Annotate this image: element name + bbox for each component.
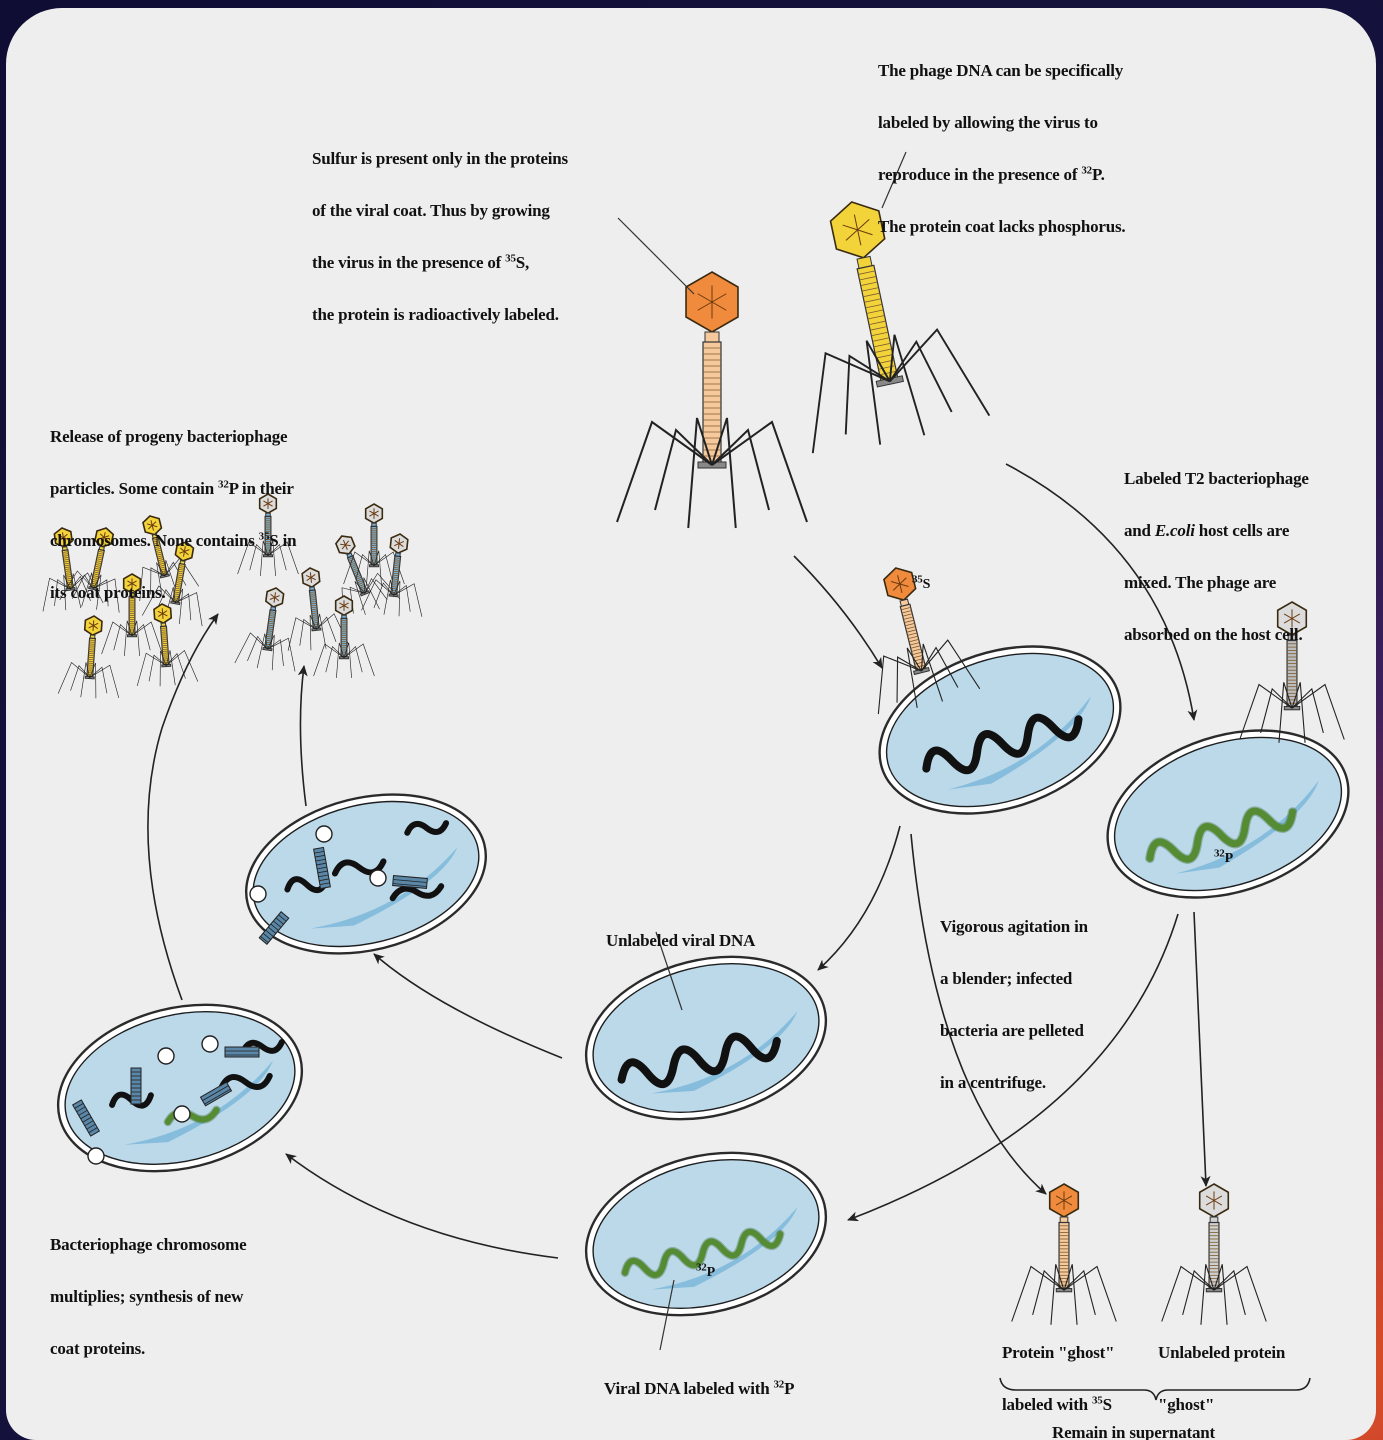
bacteriophage-icon — [57, 615, 120, 699]
bacteriophage-icon — [313, 595, 375, 678]
capsid-icon — [369, 869, 387, 887]
arrow-icon — [1193, 911, 1211, 1187]
viral-dna-32p-label: Viral DNA labeled with 32P — [604, 1378, 795, 1398]
bacteriophage-icon — [616, 271, 808, 529]
arrow-icon — [297, 665, 308, 807]
bacteriophage-icon — [1239, 601, 1345, 743]
isotope-32p-tag-bottom: 32P — [696, 1261, 715, 1280]
capsid-icon — [315, 825, 333, 843]
arrows — [147, 463, 1211, 1259]
bacterium-cell-icon — [1106, 729, 1350, 899]
dna-strand-icon — [389, 883, 445, 902]
labeled-t2-label: Labeled T2 bacteriophage and E.coli host… — [1124, 469, 1309, 644]
tail-icon — [258, 911, 290, 945]
supernatant-label: Remain in supernatant — [1052, 1423, 1215, 1440]
release-label: Release of progeny bacteriophage particl… — [50, 427, 297, 602]
arrow-icon — [817, 825, 901, 971]
isotope-35s-tag: 35S — [912, 573, 931, 592]
arrow-icon — [1005, 463, 1198, 721]
bacteriophage-icon — [1161, 1183, 1267, 1325]
bacteriophage-icon — [811, 201, 991, 454]
dna-strand-icon — [1146, 807, 1297, 863]
dna-strand-icon — [922, 713, 1083, 775]
bacterium-cell-icon — [584, 955, 828, 1121]
capsid-icon — [173, 1105, 191, 1123]
phages — [42, 201, 1345, 1325]
bacterium-cell-icon — [584, 1151, 828, 1317]
bacteriophage-icon — [237, 493, 299, 576]
diagram-panel: Sulfur is present only in the proteins o… — [6, 8, 1376, 1440]
capsid-icon — [157, 1047, 175, 1065]
bacterium-cell-icon — [245, 793, 487, 955]
bacteriophage-icon — [59, 527, 120, 613]
unlabeled-dna-label: Unlabeled viral DNA — [606, 931, 756, 950]
bacteriophage-icon — [343, 503, 405, 586]
ghost-unlabeled-label: Unlabeled protein "ghost" — [1158, 1343, 1286, 1414]
bacterium-cell-icon — [56, 1003, 304, 1173]
bacteriophage-icon — [42, 527, 104, 612]
tail-icon — [313, 846, 331, 890]
phage-dna-label: The phage DNA can be specifically labele… — [878, 61, 1126, 236]
dna-strand-icon — [218, 1072, 273, 1092]
arrow-icon — [793, 555, 883, 669]
bacteriophage-icon — [877, 567, 981, 715]
tail-icon — [392, 874, 428, 890]
leader-line — [617, 217, 695, 295]
bacteriophage-icon — [287, 567, 349, 651]
arrow-icon — [285, 1153, 559, 1259]
arrow-icon — [373, 953, 563, 1059]
capsid-icon — [87, 1147, 105, 1165]
bacteriophage-icon — [136, 603, 199, 687]
leader-line — [881, 151, 907, 209]
dna-strand-icon — [617, 1032, 781, 1088]
tail-icon — [224, 1046, 260, 1058]
bacteriophage-icon — [141, 541, 203, 627]
leader-line — [655, 931, 683, 1011]
cells — [56, 645, 1350, 1317]
agitation-label: Vigorous agitation in a blender; infecte… — [940, 917, 1088, 1092]
bacteriophage-icon — [101, 573, 163, 656]
arrow-icon — [847, 913, 1179, 1222]
hershey-chase-diagram — [42, 151, 1350, 1401]
bacteriophage-icon — [1011, 1183, 1117, 1325]
ghost-35s-label: Protein "ghost" labeled with 35S — [1002, 1343, 1115, 1414]
leader-line — [659, 1279, 675, 1351]
dna-strand-icon — [621, 1228, 784, 1278]
capsid-icon — [249, 885, 267, 903]
capsid-icon — [201, 1035, 219, 1053]
leader-lines — [617, 151, 907, 1351]
dna-strand-icon — [240, 1038, 285, 1055]
dna-strand-icon — [404, 820, 450, 836]
bacteriophage-icon — [139, 515, 199, 602]
isotope-32p-tag-right: 32P — [1214, 847, 1233, 866]
bacteriophage-icon — [361, 533, 423, 617]
arrow-icon — [147, 613, 219, 1001]
tail-icon — [130, 1067, 142, 1105]
brace-icon — [999, 1377, 1311, 1401]
sulfur-label: Sulfur is present only in the proteins o… — [312, 149, 568, 324]
tail-icon — [71, 1099, 101, 1137]
bacteriophage-icon — [234, 587, 296, 672]
tail-icon — [199, 1081, 233, 1107]
multiplies-label: Bacteriophage chromosome multiplies; syn… — [50, 1235, 247, 1358]
arrow-icon — [910, 833, 1047, 1195]
bacterium-cell-icon — [878, 645, 1122, 815]
supernatant-brace — [999, 1377, 1311, 1401]
